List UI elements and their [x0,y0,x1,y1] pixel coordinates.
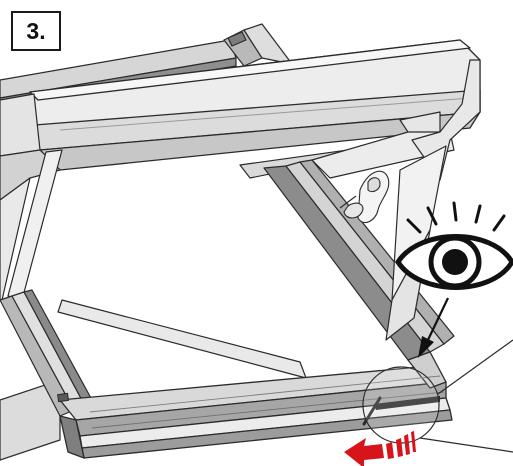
lock-mechanism [339,170,390,224]
sash-left-rail [0,93,61,301]
pointer-arrow-icon [418,297,449,358]
step-number-badge: 3. [11,11,61,51]
eye-icon [395,201,513,290]
frame-bottom-rail [59,351,453,459]
frame-left-rail [0,289,93,417]
hinge-bar [223,23,293,67]
sash-top-cover [21,39,481,171]
frame-clip [57,392,70,403]
drainage-slot [362,396,440,426]
frame-right-rail [263,59,481,361]
detail-callout [362,339,513,453]
rotation-arrow-icon [344,431,416,466]
